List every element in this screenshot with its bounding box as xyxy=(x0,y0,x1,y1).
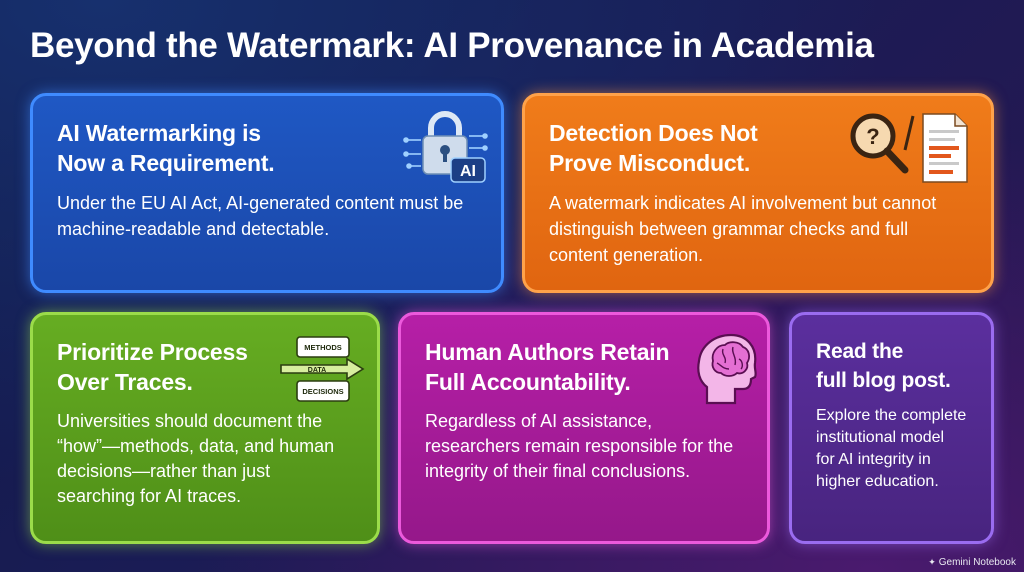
card-heading-line: Over Traces. xyxy=(57,369,193,395)
card-heading-line: Prove Misconduct. xyxy=(549,150,751,176)
ai-badge-label: AI xyxy=(460,163,476,180)
card-body: A watermark indicates AI involvement but… xyxy=(549,193,937,265)
card-prioritize-process: Prioritize Process Over Traces. Universi… xyxy=(30,312,380,544)
card-body: Explore the complete institutional model… xyxy=(816,407,967,490)
footer-label: Gemini Notebook xyxy=(938,557,1016,568)
lock-icon: AI xyxy=(403,111,488,183)
methods-label: METHODS xyxy=(304,343,342,352)
card-read-blog[interactable]: Read the full blog post. Explore the com… xyxy=(789,312,994,544)
card-heading-line: Full Accountability. xyxy=(425,369,631,395)
data-label: DATA xyxy=(308,367,326,374)
footer-brand: ✦ Gemini Notebook xyxy=(928,557,1016,568)
human-brain-icon xyxy=(697,333,757,405)
card-heading-line: Read the xyxy=(816,340,904,363)
card-heading: Prioritize Process Over Traces. xyxy=(57,337,353,397)
card-heading-line: full blog post. xyxy=(816,369,951,392)
process-flow-icon: METHODS DATA DECISIONS xyxy=(280,336,365,402)
sparkle-icon: ✦ xyxy=(928,557,936,567)
card-body: Regardless of AI assistance, researchers… xyxy=(425,411,734,481)
card-body: Universities should document the “how”—m… xyxy=(57,411,335,506)
card-human-authors: Human Authors Retain Full Accountability… xyxy=(398,312,770,544)
card-heading: Human Authors Retain Full Accountability… xyxy=(425,337,743,397)
card-heading-line: Now a Requirement. xyxy=(57,150,275,176)
card-heading-line: Detection Does Not xyxy=(549,120,758,146)
card-heading: AI Watermarking is Now a Requirement. xyxy=(57,118,477,178)
card-heading[interactable]: Read the full blog post. xyxy=(816,337,967,395)
card-heading: Detection Does Not Prove Misconduct. xyxy=(549,118,967,178)
card-detection: Detection Does Not Prove Misconduct. A w… xyxy=(522,93,994,293)
page-title: Beyond the Watermark: AI Provenance in A… xyxy=(30,26,874,65)
decisions-label: DECISIONS xyxy=(302,387,343,396)
card-ai-watermarking: AI Watermarking is Now a Requirement. Un… xyxy=(30,93,504,293)
magnifier-document-icon: ? xyxy=(850,113,968,183)
card-heading-line: Prioritize Process xyxy=(57,339,248,365)
question-mark: ? xyxy=(866,124,879,149)
card-heading-line: Human Authors Retain xyxy=(425,339,670,365)
card-heading-line: AI Watermarking is xyxy=(57,120,261,146)
card-body: Under the EU AI Act, AI-generated conten… xyxy=(57,193,464,239)
